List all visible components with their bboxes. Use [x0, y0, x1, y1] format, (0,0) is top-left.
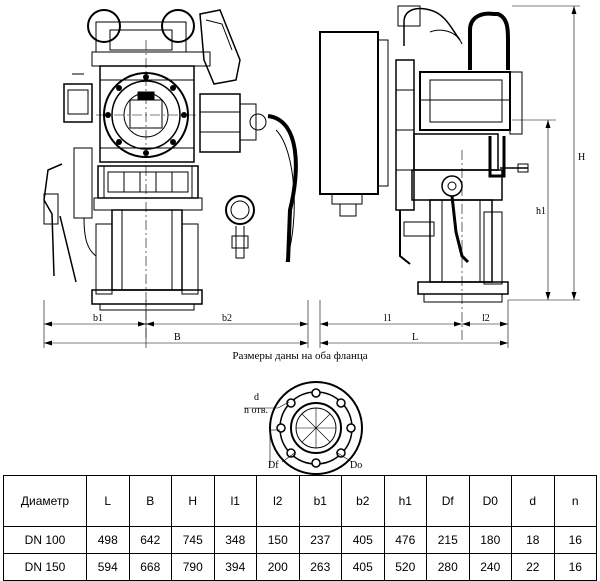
side-view — [319, 5, 580, 348]
flange-view — [244, 381, 363, 475]
table-cell: 790 — [171, 553, 215, 581]
table-cell: 215 — [426, 526, 470, 554]
table-cell: 22 — [511, 553, 555, 581]
dim-h1-label: h1 — [536, 206, 546, 217]
table-cell: 16 — [553, 553, 597, 581]
table-cell: 520 — [383, 553, 427, 581]
dim-b1-label: b1 — [93, 313, 103, 324]
dimensions-table: Диаметр L B H l1 l2 b1 b2 h1 Df D0 d n D… — [3, 475, 597, 581]
table-cell: 280 — [426, 553, 470, 581]
table-header-cell: n — [553, 475, 597, 527]
dim-H-label: H — [578, 152, 585, 163]
table-cell: 16 — [553, 526, 597, 554]
front-view — [43, 9, 309, 348]
table-header-cell: Диаметр — [3, 475, 87, 527]
table-cell: 263 — [298, 553, 342, 581]
table-cell: 150 — [256, 526, 300, 554]
table-cell: 348 — [213, 526, 257, 554]
table-header-cell: L — [86, 475, 130, 527]
table-cell: 180 — [468, 526, 512, 554]
table-header-cell: d — [511, 475, 555, 527]
table-header-cell: Df — [426, 475, 470, 527]
table-header-cell: D0 — [468, 475, 512, 527]
table-cell: 498 — [86, 526, 130, 554]
table-cell: DN 100 — [3, 526, 87, 554]
table-cell: 237 — [298, 526, 342, 554]
table-header-cell: b2 — [341, 475, 385, 527]
table-cell: 476 — [383, 526, 427, 554]
table-header-cell: b1 — [298, 475, 342, 527]
dim-l1-label: l1 — [384, 313, 392, 324]
table-cell: 405 — [341, 526, 385, 554]
table-row: DN 150 594 668 790 394 200 263 405 520 2… — [3, 553, 597, 581]
table-header-cell: H — [171, 475, 215, 527]
table-header-cell: l2 — [256, 475, 300, 527]
table-header-cell: h1 — [383, 475, 427, 527]
table-cell: 240 — [468, 553, 512, 581]
table-header-row: Диаметр L B H l1 l2 b1 b2 h1 Df D0 d n — [3, 475, 597, 527]
table-header-cell: l1 — [213, 475, 257, 527]
table-cell: 394 — [213, 553, 257, 581]
flange-n-holes-label: n отв. — [244, 405, 268, 416]
dim-B-label: B — [174, 332, 181, 343]
table-cell: 745 — [171, 526, 215, 554]
table-cell: 642 — [128, 526, 172, 554]
technical-drawing: b1 b2 B l1 l2 L H h1 d n отв. Df Do — [43, 5, 585, 475]
table-cell: 668 — [128, 553, 172, 581]
table-cell: 200 — [256, 553, 300, 581]
table-cell: DN 150 — [3, 553, 87, 581]
flange-Do-label: Do — [350, 460, 362, 471]
table-cell: 18 — [511, 526, 555, 554]
flange-d-label: d — [254, 392, 259, 403]
table-cell: 405 — [341, 553, 385, 581]
dim-b2-label: b2 — [222, 313, 232, 324]
table-cell: 594 — [86, 553, 130, 581]
table-row: DN 100 498 642 745 348 150 237 405 476 2… — [3, 526, 597, 554]
flange-Df-label: Df — [268, 460, 279, 471]
drawing-caption: Размеры даны на оба фланца — [232, 350, 368, 362]
dim-l2-label: l2 — [482, 313, 490, 324]
table-header-cell: B — [128, 475, 172, 527]
dim-L-label: L — [412, 332, 418, 343]
